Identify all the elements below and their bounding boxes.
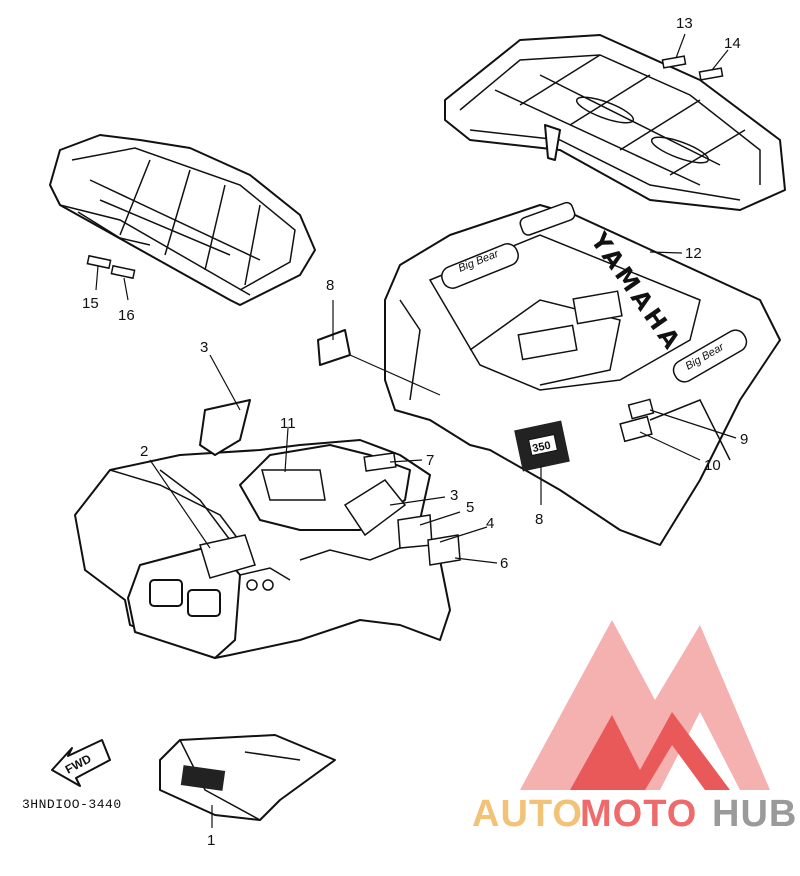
decal-8-standalone [317, 329, 351, 366]
callout-2: 2 [140, 443, 148, 460]
callout-7: 7 [426, 452, 434, 469]
rear-carrier-rack [444, 34, 786, 211]
watermark-moto: MOTO [580, 793, 697, 835]
callout-16: 16 [118, 307, 135, 324]
decal-3-standalone [199, 399, 251, 456]
callout-14: 14 [724, 35, 741, 52]
callout-8-lower: 8 [535, 511, 543, 528]
leader-lines [95, 33, 737, 828]
callout-12: 12 [685, 245, 702, 262]
callout-5: 5 [466, 499, 474, 516]
callout-1: 1 [207, 832, 215, 849]
watermark-logo [520, 620, 770, 790]
callout-6: 6 [500, 555, 508, 572]
front-carrier-rack [49, 134, 316, 306]
callout-8-upper: 8 [326, 277, 334, 294]
callout-15: 15 [82, 295, 99, 312]
rear-fender: YAMAHA Big Bear Big Bear 350 [384, 201, 781, 546]
callout-3-lower: 3 [450, 487, 458, 504]
drawing-code: 3HNDIOO-3440 [22, 797, 122, 812]
decal-350-text: 350 [531, 440, 551, 456]
watermark-hub: HUB [712, 793, 797, 835]
callout-10: 10 [704, 457, 721, 474]
callout-numbers: 1 2 3 3 4 5 6 7 8 8 9 10 11 12 13 14 15 … [82, 15, 748, 849]
callout-9: 9 [740, 431, 748, 448]
callout-4: 4 [486, 515, 494, 532]
callout-13: 13 [676, 15, 693, 32]
watermark-text: AUTO MOTO HUB [472, 793, 797, 835]
part-1-bracket [159, 734, 336, 821]
callout-3-upper: 3 [200, 339, 208, 356]
callout-11: 11 [280, 415, 296, 432]
front-fender [74, 439, 461, 659]
forward-arrow: FWD [51, 739, 111, 787]
watermark-auto: AUTO [472, 793, 583, 835]
